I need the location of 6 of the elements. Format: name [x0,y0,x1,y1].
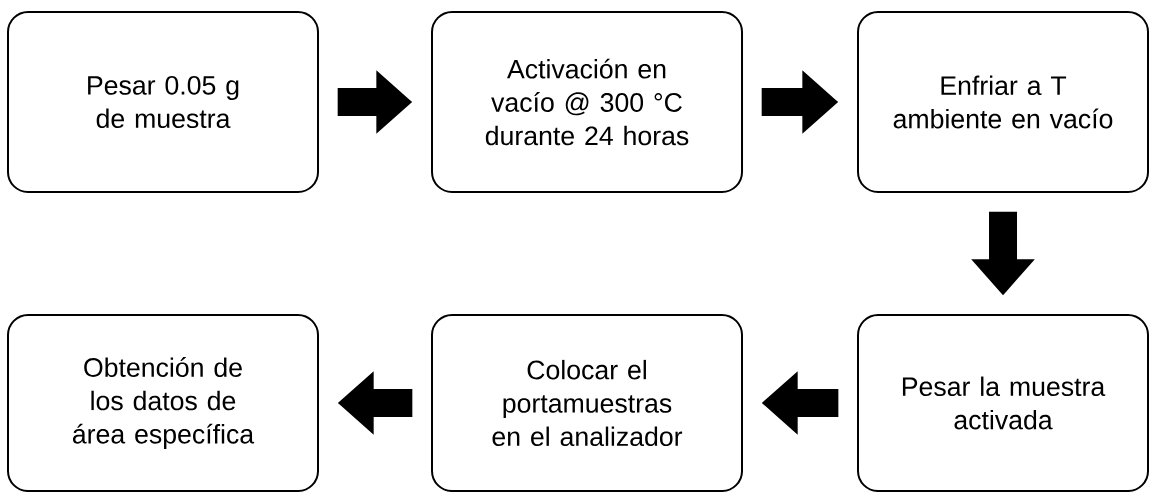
process-box: Activación en vacío @ 300 °C durante 24 horas [431,11,743,193]
process-box: Obtención de los datos de área específica [7,314,319,492]
process-box: Colocar el portamuestras en el analizador [431,314,743,492]
process-box: Pesar la muestra activada [857,314,1149,492]
process-box: Pesar 0.05 g de muestra [7,11,319,193]
process-box: Enfriar a T ambiente en vacío [857,11,1149,193]
